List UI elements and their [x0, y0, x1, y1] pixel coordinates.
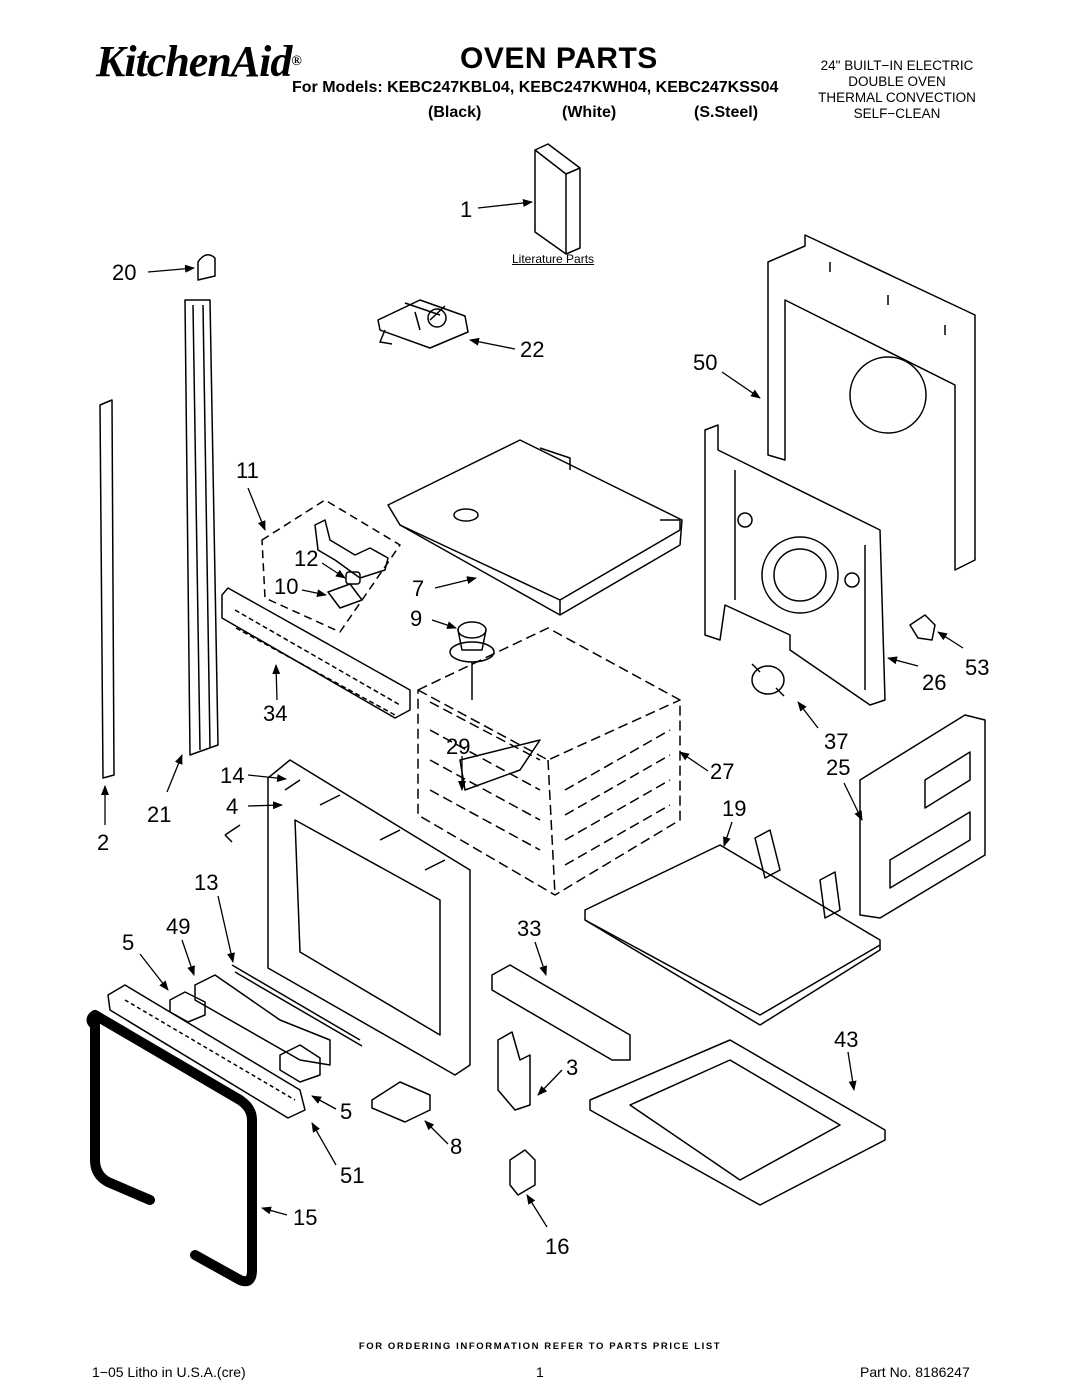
color-white: (White) [562, 104, 617, 121]
part-label-21: 21 [147, 802, 171, 827]
description-line: DOUBLE OVEN [848, 74, 946, 89]
part-label-12: 12 [294, 546, 318, 571]
part-label-29: 29 [446, 734, 470, 759]
part-label-4: 4 [226, 794, 238, 819]
knob-cap [197, 254, 216, 281]
sensor-group-outline [261, 499, 401, 633]
registered-mark: ® [291, 54, 302, 69]
part-label-43: 43 [834, 1027, 858, 1052]
brand-logo: KitchenAid® [96, 37, 302, 86]
oven-cavity [417, 627, 681, 896]
part-label-15: 15 [293, 1205, 317, 1230]
part-label-5b: 5 [340, 1099, 352, 1124]
color-steel: (S.Steel) [694, 104, 759, 121]
part-label-5: 5 [122, 930, 134, 955]
literature-parts-label: Literature Parts [512, 252, 595, 266]
description-line: SELF−CLEAN [853, 106, 941, 121]
part-label-26: 26 [922, 670, 946, 695]
top-panel [387, 439, 683, 616]
part-label-19: 19 [722, 796, 746, 821]
door-gasket [86, 1010, 257, 1287]
vent-duct [491, 964, 631, 1061]
lower-trim [169, 964, 363, 1083]
control-board [377, 299, 469, 349]
part-labels: 1 20 22 50 11 12 10 7 9 34 29 14 4 21 2 … [97, 197, 989, 1259]
part-label-37: 37 [824, 729, 848, 754]
description-line: THERMAL CONVECTION [818, 90, 976, 105]
screw [224, 824, 241, 843]
part-label-50: 50 [693, 350, 717, 375]
side-trim-strips [99, 299, 219, 779]
literature-booklet [534, 143, 581, 255]
heating-element [459, 739, 541, 791]
litho-note: 1−05 Litho in U.S.A.(cre) [92, 1364, 246, 1380]
color-black: (Black) [428, 104, 482, 121]
part-label-8: 8 [450, 1134, 462, 1159]
clip [909, 614, 936, 641]
part-label-1: 1 [460, 197, 472, 222]
part-label-3: 3 [566, 1055, 578, 1080]
part-label-14: 14 [220, 763, 244, 788]
back-panel [767, 234, 976, 571]
gasket-bracket [751, 663, 785, 697]
models-line: For Models: KEBC247KBL04, KEBC247KWH04, … [292, 79, 779, 96]
insulation-pan [589, 1039, 886, 1206]
rear-cover-panel [859, 714, 986, 919]
part-label-33: 33 [517, 916, 541, 941]
part-label-53: 53 [965, 655, 989, 680]
hinge-bracket [497, 1031, 531, 1111]
page-title: OVEN PARTS [460, 42, 658, 75]
brand-name: KitchenAid [96, 37, 292, 86]
part-label-13: 13 [194, 870, 218, 895]
bottom-panel [584, 829, 881, 1026]
description-line: 24" BUILT−IN ELECTRIC [820, 58, 974, 73]
part-label-27: 27 [710, 759, 734, 784]
part-label-16: 16 [545, 1234, 569, 1259]
part-number: Part No. 8186247 [860, 1364, 970, 1380]
part-label-25: 25 [826, 755, 850, 780]
oven-description: 24" BUILT−IN ELECTRIC DOUBLE OVEN THERMA… [806, 58, 988, 122]
part-label-7: 7 [412, 576, 424, 601]
light-assembly [314, 519, 389, 609]
part-label-49: 49 [166, 914, 190, 939]
part-label-11: 11 [236, 458, 259, 483]
front-frame [267, 759, 471, 1076]
small-bracket [509, 1149, 536, 1196]
ordering-note: FOR ORDERING INFORMATION REFER TO PARTS … [358, 1341, 722, 1352]
part-label-2: 2 [97, 830, 109, 855]
thermostat [449, 621, 495, 700]
part-label-51: 51 [340, 1163, 364, 1188]
part-label-22: 22 [520, 337, 544, 362]
part-label-10: 10 [274, 574, 298, 599]
door-trim [107, 984, 306, 1119]
page-number: 1 [536, 1364, 544, 1380]
vent-trim [221, 587, 411, 719]
part-label-34: 34 [263, 701, 287, 726]
convection-shroud [704, 424, 886, 706]
part-label-20: 20 [112, 260, 136, 285]
part-label-9: 9 [410, 606, 422, 631]
latch-bracket [371, 1081, 431, 1123]
